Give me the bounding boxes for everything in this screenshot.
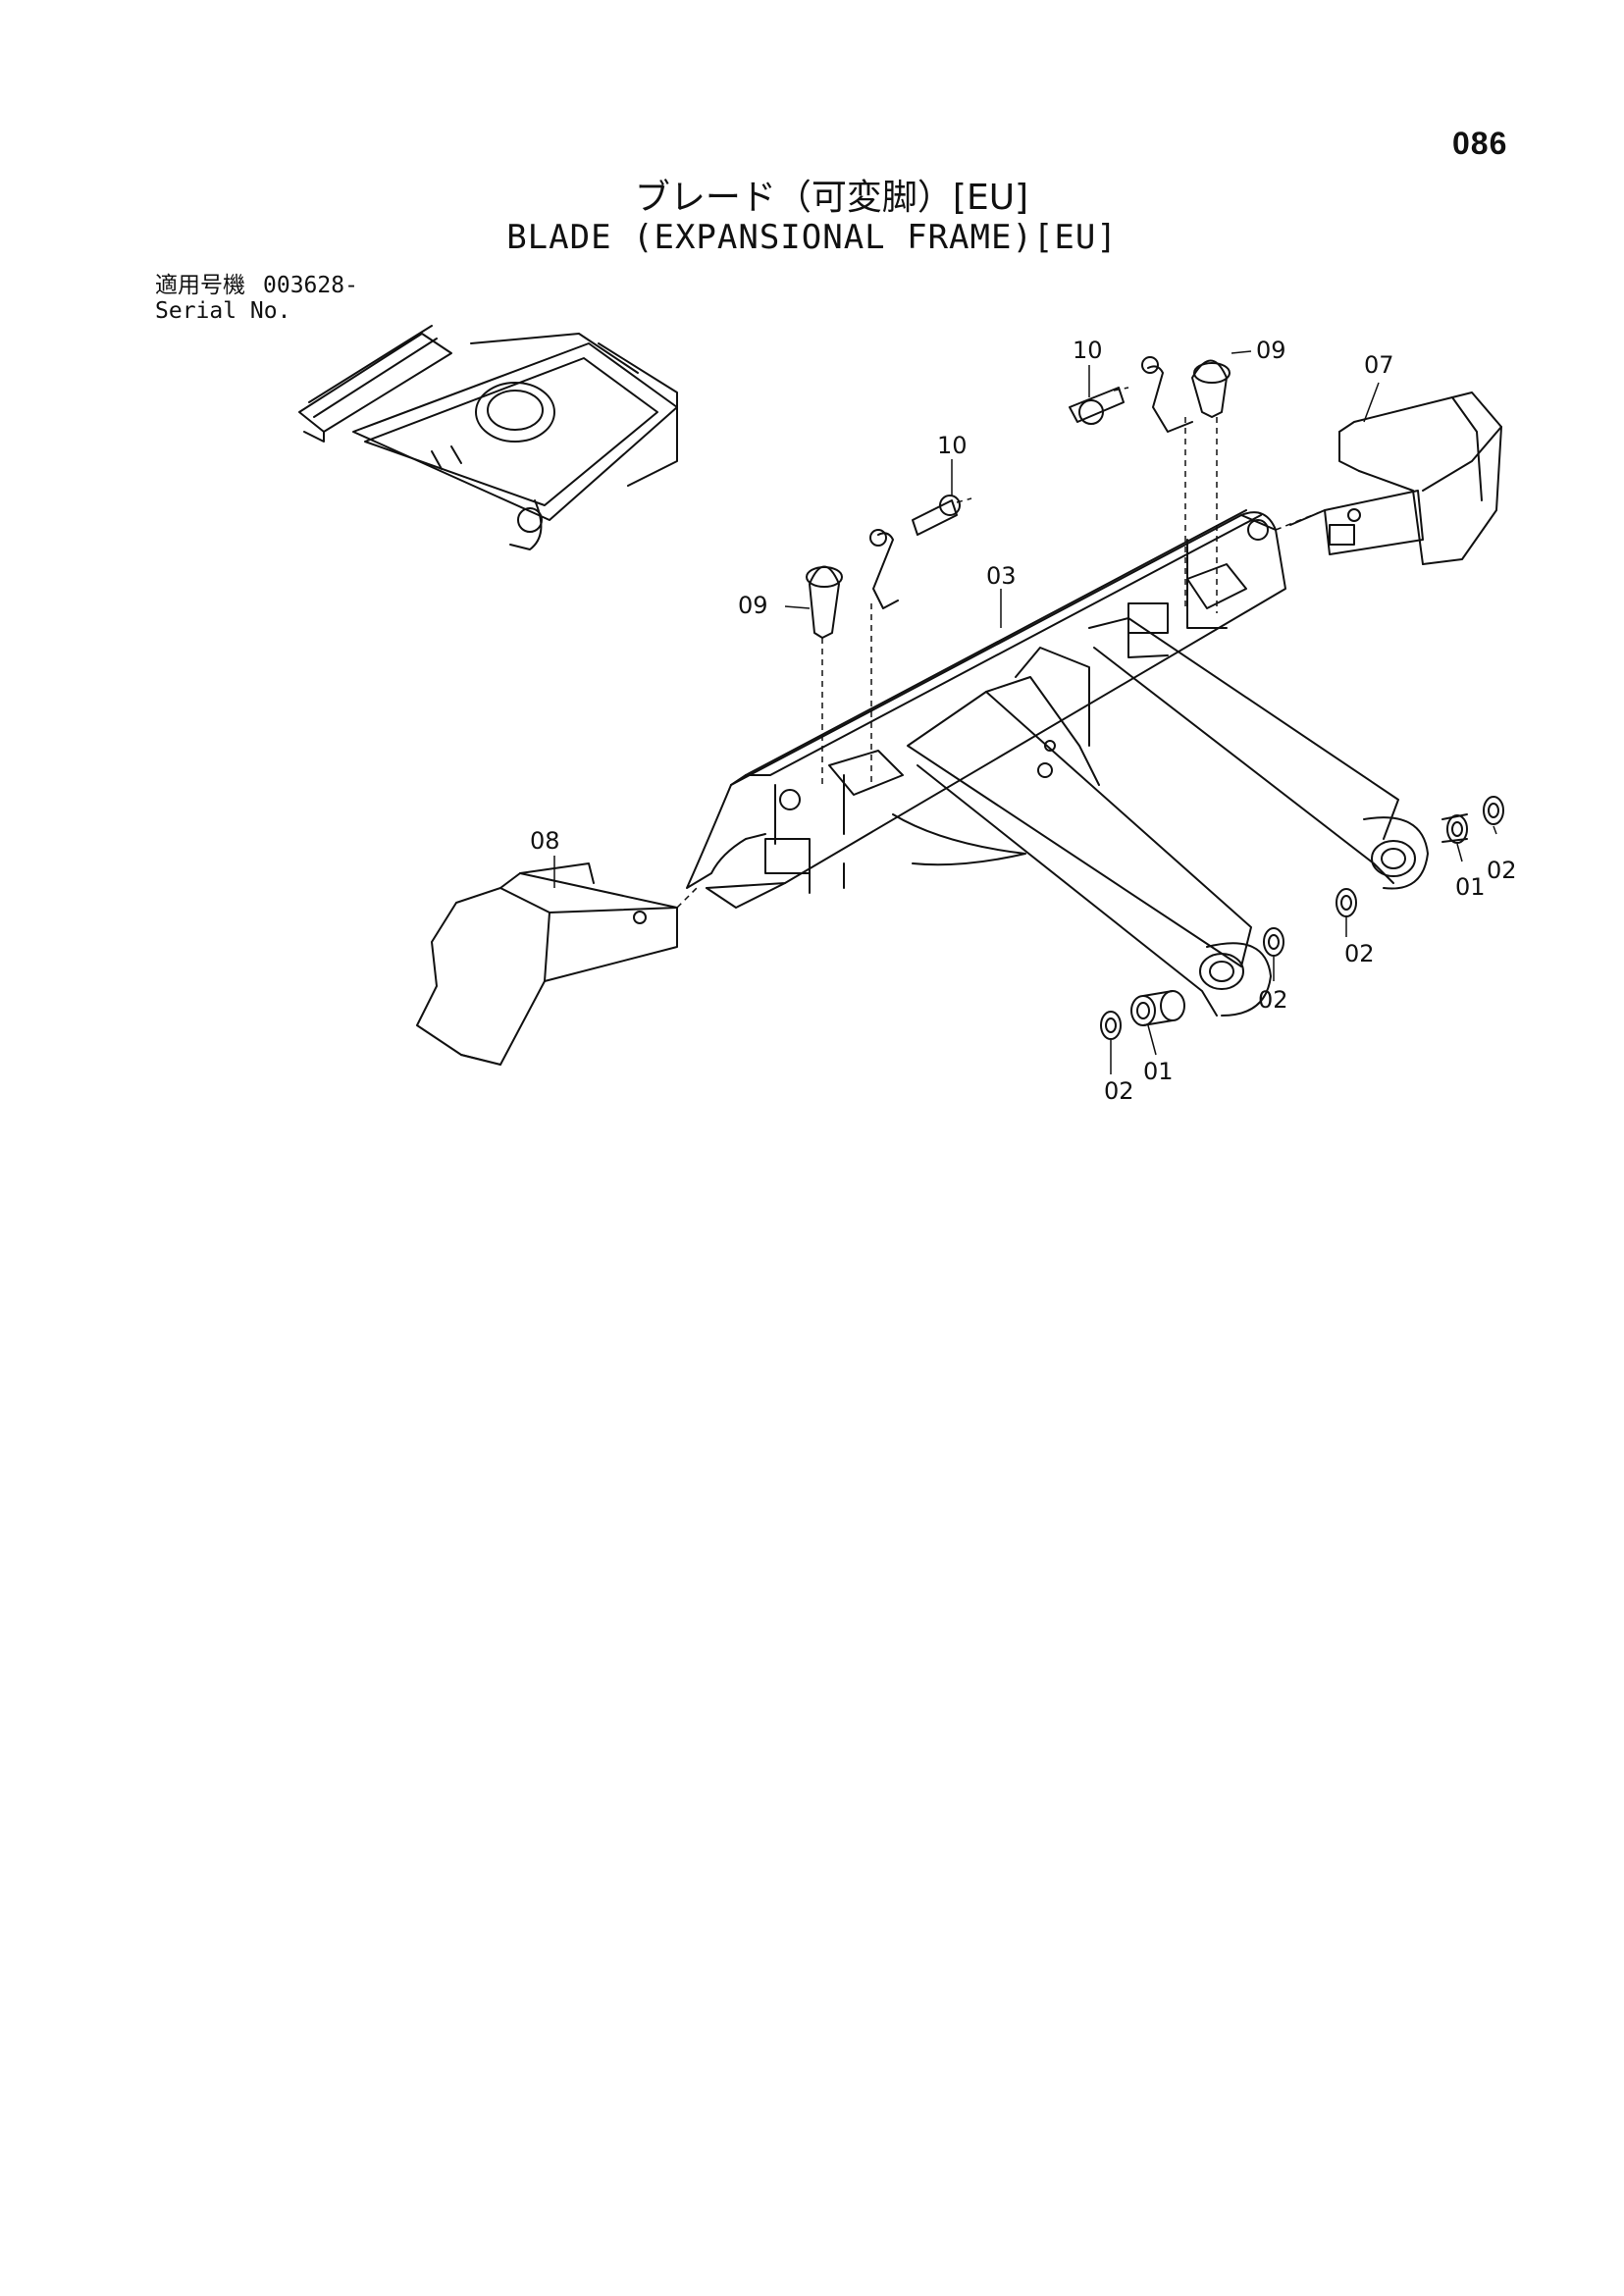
page-number: 086 — [1452, 126, 1508, 161]
callout-leader-lines — [553, 350, 1497, 1074]
serial-number-block: 適用号機 003628- Serial No. — [155, 273, 358, 324]
callout-09-left: 09 — [738, 592, 768, 619]
callout-10-top: 10 — [1073, 337, 1103, 364]
serial-label-japanese: 適用号機 — [155, 273, 245, 298]
callout-02-middle: 02 — [1258, 986, 1288, 1014]
right-end-piece-part-07 — [1289, 391, 1502, 565]
bushings-and-washers — [1100, 796, 1504, 1040]
page-title-japanese: ブレード（可変脚）[EU] — [634, 178, 1029, 218]
left-end-piece-part-08 — [416, 862, 678, 1066]
callout-08: 08 — [530, 827, 560, 855]
callout-09-top: 09 — [1256, 337, 1286, 364]
serial-label-english: Serial No. — [155, 298, 291, 324]
part-callouts: 10 09 07 10 03 09 08 02 01 02 02 02 01 — [530, 337, 1517, 1105]
expansional-frame-arms — [892, 617, 1429, 1017]
blade-beam-part-03 — [686, 509, 1286, 909]
callout-03: 03 — [986, 562, 1017, 590]
callout-01-bottom: 01 — [1143, 1058, 1174, 1085]
callout-01-right: 01 — [1455, 873, 1486, 901]
callout-02-bottom: 02 — [1104, 1077, 1134, 1105]
serial-value: 003628- — [263, 273, 358, 298]
machine-location-thumbnail — [298, 325, 678, 550]
callout-07: 07 — [1364, 351, 1394, 379]
assembly-dashed-lines — [676, 387, 1326, 909]
page-title-english: BLADE (EXPANSIONAL FRAME)[EU] — [506, 218, 1118, 257]
hardware-fasteners — [806, 356, 1231, 639]
callout-02-right-b: 02 — [1344, 940, 1375, 967]
callout-10-middle: 10 — [937, 432, 968, 459]
callout-02-right-a: 02 — [1487, 857, 1517, 884]
